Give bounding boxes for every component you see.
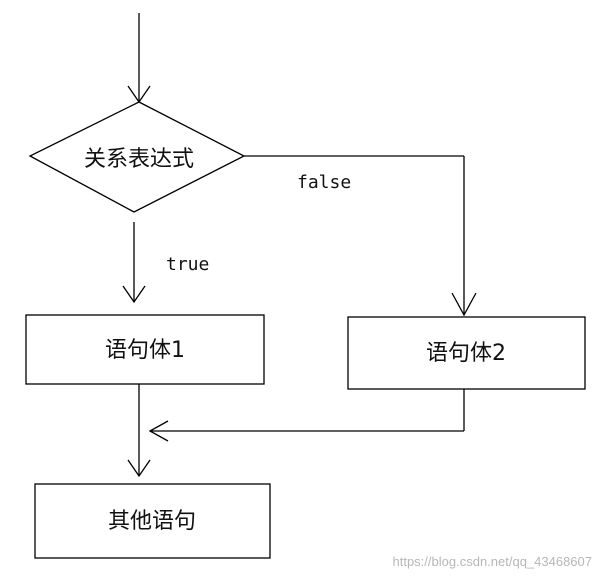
true-arrow: true <box>122 222 209 304</box>
to-other-arrow <box>127 384 151 478</box>
false-arrow: false <box>244 155 477 317</box>
statement-1-label: 语句体1 <box>105 338 185 363</box>
statement-2-box: 语句体2 <box>347 316 586 390</box>
false-label: false <box>297 172 351 193</box>
incoming-arrow <box>127 13 151 104</box>
statement-2-label: 语句体2 <box>426 341 506 366</box>
other-statement-label: 其他语句 <box>108 509 196 534</box>
condition-label: 关系表达式 <box>84 147 194 172</box>
true-label: true <box>166 254 209 275</box>
watermark-text: https://blog.csdn.net/qq_43468607 <box>393 554 593 569</box>
other-statement-box: 其他语句 <box>34 483 271 559</box>
statement-1-box: 语句体1 <box>25 314 265 385</box>
merge-arrow <box>148 389 465 442</box>
condition-diamond: 关系表达式 <box>28 101 246 213</box>
